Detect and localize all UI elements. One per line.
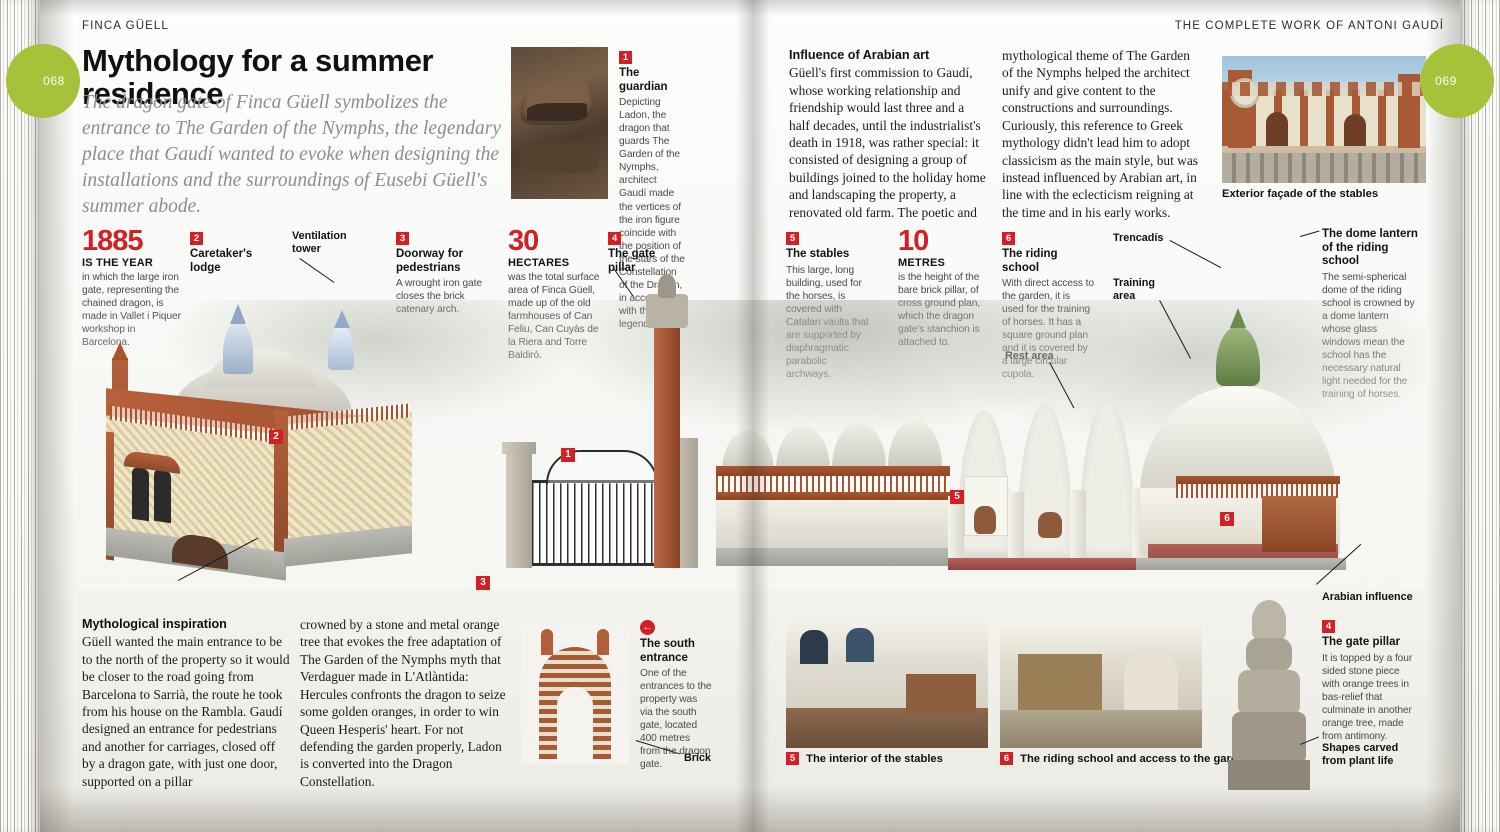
fact-2-badge: 2 — [190, 232, 203, 245]
stables-interior-caption: 5 The interior of the stables — [786, 752, 943, 768]
gate-pillar-body: It is topped by a four sided stone piece… — [1322, 652, 1413, 742]
mythological-col1: Güell wanted the main entrance to be to … — [82, 634, 290, 789]
fact-5-badge: 5 — [786, 232, 799, 245]
label-shapes-carved-text: Shapes carved from plant life — [1322, 742, 1399, 767]
south-entrance-caption: ← The south entrance One of the entrance… — [640, 620, 712, 772]
art-marker[interactable]: 6 — [1220, 512, 1234, 526]
south-entrance-title: The south entrance — [640, 638, 695, 664]
page-shadow-right — [1426, 0, 1460, 832]
label-ventilation-tower: Ventilation tower — [292, 230, 354, 256]
label-ventilation-tower-text: Ventilation tower — [292, 230, 347, 255]
stables-interior-photo — [786, 620, 988, 748]
fact-4-title: The gate pillar — [608, 248, 656, 274]
fact-1885-sub: IS THE YEAR — [82, 256, 154, 269]
running-head-right: THE COMPLETE WORK OF ANTONI GAUDÍ — [1174, 20, 1444, 32]
label-brick: Brick — [684, 752, 711, 765]
leader-trencadis — [1169, 240, 1222, 269]
arabian-title: Influence of Arabian art — [789, 48, 930, 62]
fact-10-number: 10 — [898, 225, 929, 257]
label-shapes-carved: Shapes carved from plant life — [1322, 742, 1414, 768]
page-bottom-shadow — [40, 786, 1460, 832]
fact-4-badge: 4 — [608, 232, 621, 245]
gate-pillar-title: The gate pillar — [1322, 636, 1400, 648]
mythological-column-2: crowned by a stone and metal orange tree… — [300, 616, 508, 790]
arabian-col2: mythological theme of The Garden of the … — [1002, 48, 1198, 220]
art-marker[interactable]: 2 — [269, 430, 283, 444]
fact-1885-number: 1885 — [82, 225, 144, 257]
page-title: Mythology for a summer residence — [82, 43, 434, 111]
book-edge-right — [1460, 0, 1500, 832]
arabian-article-column-2: mythological theme of The Garden of the … — [1002, 47, 1202, 221]
fact-3-title: Doorway for pedestrians — [396, 248, 464, 274]
arabian-article-column-1: Influence of Arabian art Güell's first c… — [789, 47, 987, 221]
photo-6-badge: 6 — [1000, 752, 1013, 765]
label-trencadis-text: Trencadís — [1113, 232, 1164, 244]
label-trencadis: Trencadís — [1113, 232, 1163, 245]
art-marker[interactable]: 3 — [476, 576, 490, 590]
mythological-title: Mythological inspiration — [82, 617, 227, 631]
art-marker[interactable]: 1 — [561, 448, 575, 462]
riding-school-photo — [1000, 620, 1202, 748]
running-head-left: FINCA GÜELL — [82, 20, 169, 32]
facade-photo-caption: Exterior façade of the stables — [1222, 188, 1379, 200]
leader-dome-lantern — [1300, 230, 1320, 237]
fact-gate-pillar-top: 4 The gate pillar — [608, 228, 670, 275]
guardian-photo — [511, 47, 608, 199]
riding-school-caption: 6 The riding school and access to the ga… — [1000, 752, 1251, 768]
riding-school-caption-text: The riding school and access to the gard… — [1020, 753, 1251, 765]
stables-interior-caption-text: The interior of the stables — [806, 753, 943, 765]
south-entrance-photo — [521, 625, 629, 763]
photo-5-badge: 5 — [786, 752, 799, 765]
guardian-body: Depicting Ladon, the dragon that guards … — [619, 97, 685, 330]
circle-arrow-left-icon: ← — [640, 620, 655, 635]
main-illustration: 2 1 3 5 6 — [76, 274, 1426, 590]
fact-30-sub: HECTARES — [508, 256, 570, 269]
facade-photo — [1222, 56, 1426, 183]
arabian-col1: Güell's first commission to Gaudí, whose… — [789, 65, 986, 220]
leader-ventilation-tower — [299, 258, 335, 283]
label-brick-text: Brick — [684, 752, 712, 764]
guardian-caption: 1 The guardian Depicting Ladon, the drag… — [619, 47, 685, 331]
label-training-area: Training area — [1113, 277, 1165, 303]
fact-5-title: The stables — [786, 248, 850, 260]
page-top-shadow — [40, 0, 1460, 16]
fact-caretakers-lodge: 2 Caretaker's lodge — [190, 228, 286, 275]
book-edge-left — [0, 0, 40, 832]
gate-pillar-badge: 4 — [1322, 620, 1335, 633]
page-shadow-left — [40, 0, 74, 832]
fact-2-title: Caretaker's lodge — [190, 248, 253, 274]
folio-left: 068 — [6, 44, 80, 118]
guardian-title: The guardian — [619, 67, 668, 93]
guardian-number-badge: 1 — [619, 51, 632, 64]
folio-right: 069 — [1420, 44, 1494, 118]
art-marker[interactable]: 5 — [950, 490, 964, 504]
label-training-area-text: Training area — [1113, 277, 1155, 302]
fact-10-sub: METRES — [898, 256, 946, 269]
gate-pillar-caption: 4 The gate pillar It is topped by a four… — [1322, 616, 1418, 743]
fact-dome-title: The dome lantern of the riding school — [1322, 228, 1418, 268]
gate-pillar-photo — [1222, 600, 1318, 790]
mythological-column-1: Mythological inspiration Güell wanted th… — [82, 616, 290, 790]
fact-6-title: The riding school — [1002, 248, 1058, 274]
mythological-col2: crowned by a stone and metal orange tree… — [300, 617, 506, 789]
fact-30-number: 30 — [508, 225, 539, 257]
fact-3-badge: 3 — [396, 232, 409, 245]
fact-6-badge: 6 — [1002, 232, 1015, 245]
standfirst: The dragon gate of Finca Güell symbolize… — [82, 92, 501, 217]
